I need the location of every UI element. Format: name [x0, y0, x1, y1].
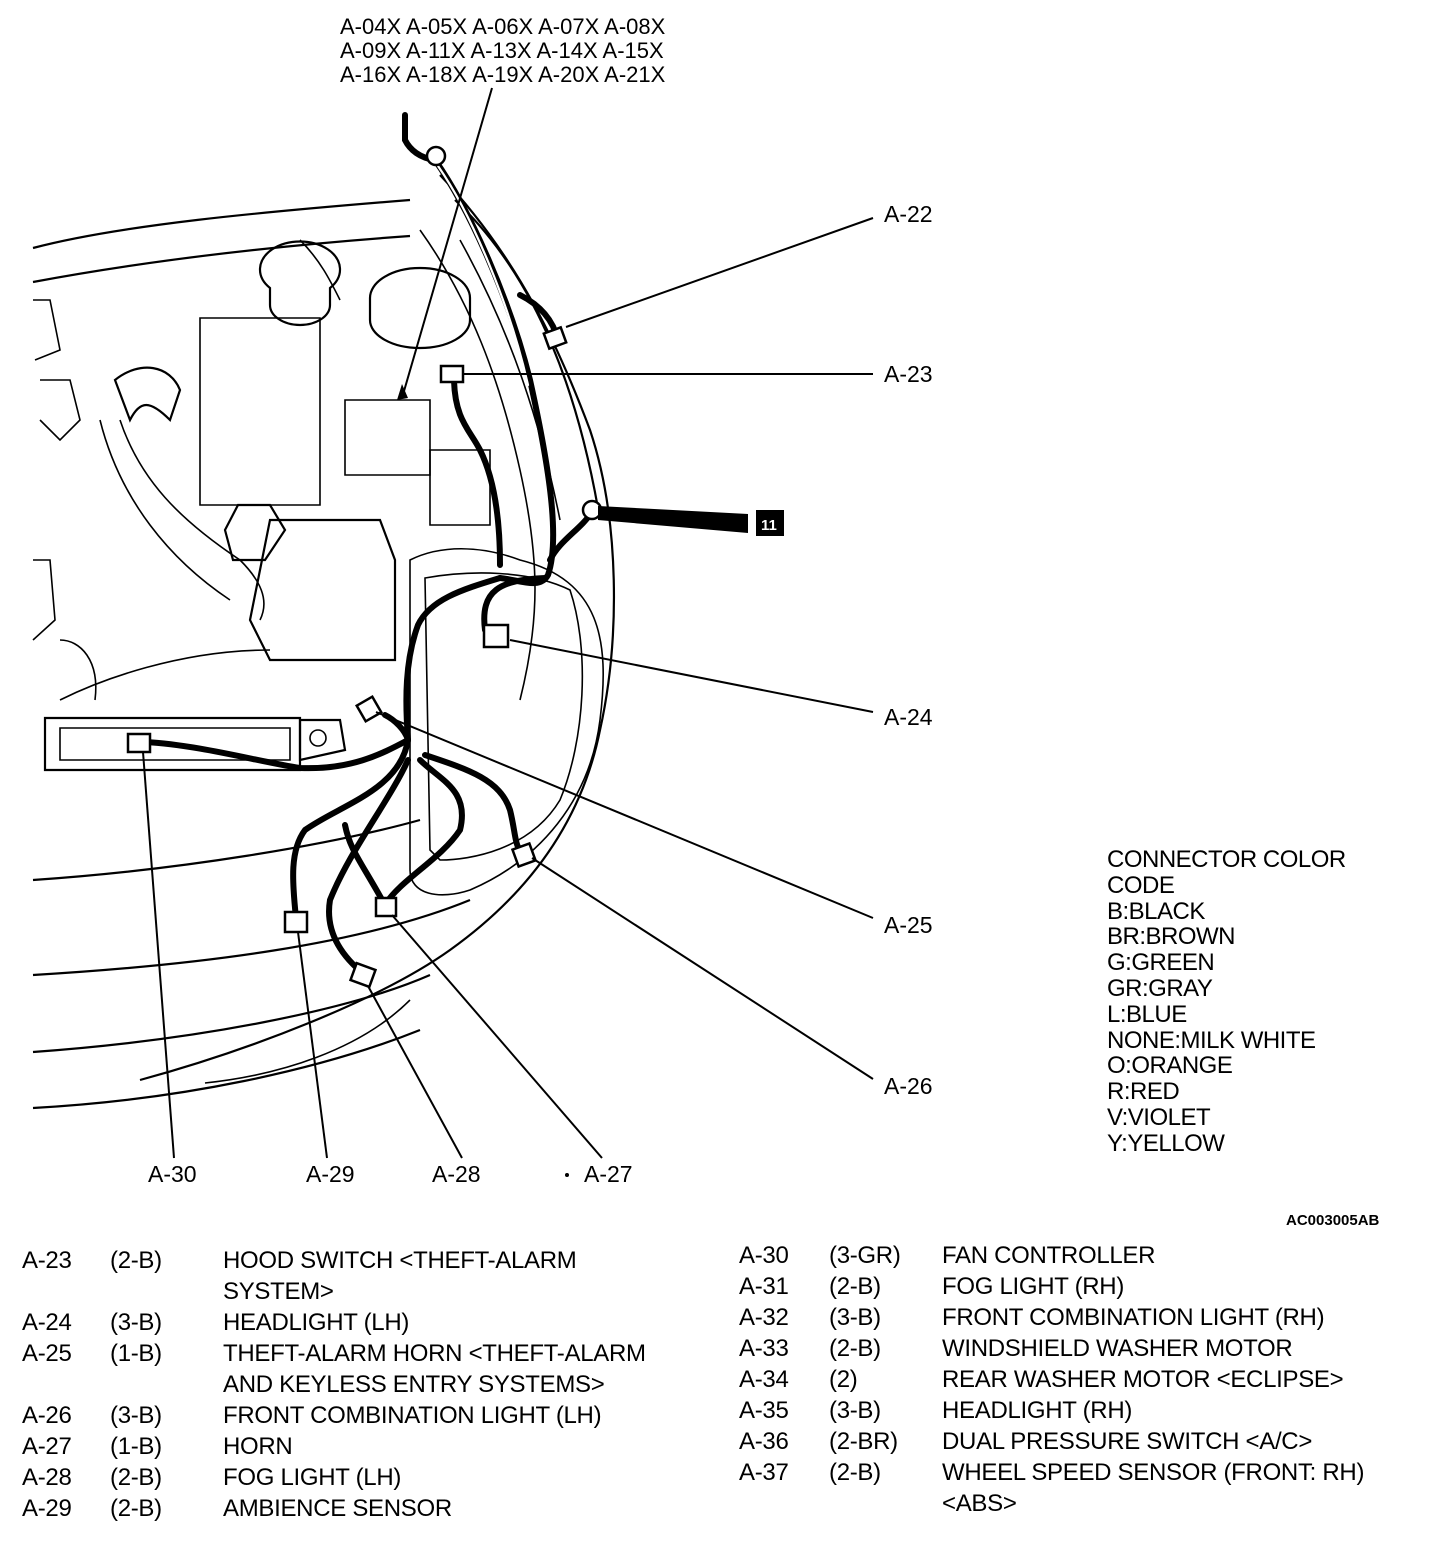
- connector-code: (1-B): [110, 1433, 162, 1460]
- connector-code: (2-B): [110, 1247, 162, 1274]
- table-row: A-27 (1-B) HORN: [22, 1431, 702, 1462]
- connector-description: HORN: [223, 1433, 293, 1460]
- connector-code: (2-B): [829, 1273, 881, 1300]
- callout-a23: A-23: [884, 361, 933, 387]
- ground-tag-label: 11: [761, 517, 777, 534]
- connector-description: REAR WASHER MOTOR <ECLIPSE>: [942, 1366, 1344, 1393]
- connector-description: WINDSHIELD WASHER MOTOR: [942, 1335, 1293, 1362]
- table-row: A-25 (1-B) THEFT-ALARM HORN <THEFT-ALARM…: [22, 1338, 702, 1400]
- table-row: A-34 (2) REAR WASHER MOTOR <ECLIPSE>: [739, 1364, 1429, 1395]
- connector-code: (3-B): [110, 1402, 162, 1429]
- callout-a26: A-26: [884, 1073, 933, 1099]
- connector-code: (2): [829, 1366, 858, 1393]
- connector-id: A-28: [22, 1464, 72, 1491]
- callout-a25: A-25: [884, 912, 933, 938]
- legend-entry: B:BLACK: [1107, 897, 1205, 925]
- connector-description: DUAL PRESSURE SWITCH <A/C>: [942, 1428, 1313, 1455]
- callout-a27: A-27: [584, 1161, 633, 1187]
- table-row: A-24 (3-B) HEADLIGHT (LH): [22, 1307, 702, 1338]
- connector-description: FAN CONTROLLER: [942, 1242, 1156, 1269]
- callout-a22: A-22: [884, 201, 933, 227]
- connector-code: (3-B): [829, 1397, 881, 1424]
- table-row: A-32 (3-B) FRONT COMBINATION LIGHT (RH): [739, 1302, 1429, 1333]
- table-row: A-30 (3-GR) FAN CONTROLLER: [739, 1240, 1429, 1271]
- connector-id: A-31: [739, 1273, 789, 1300]
- leader-lines: [142, 87, 874, 1159]
- table-row: A-33 (2-B) WINDSHIELD WASHER MOTOR: [739, 1333, 1429, 1364]
- connector-id: A-29: [22, 1495, 72, 1522]
- connector-description: HEADLIGHT (RH): [942, 1397, 1133, 1424]
- legend-entry: GR:GRAY: [1107, 974, 1213, 1002]
- connector-code: (3-B): [829, 1304, 881, 1331]
- connector-code: (2-B): [829, 1335, 881, 1362]
- connector-code: (3-B): [110, 1309, 162, 1336]
- table-row: A-37 (2-B) WHEEL SPEED SENSOR (FRONT: RH…: [739, 1457, 1429, 1519]
- connector-id: A-26: [22, 1402, 72, 1429]
- legend-entry: O:ORANGE: [1107, 1052, 1233, 1080]
- connector-id: A-37: [739, 1459, 789, 1486]
- connector-id: A-23: [22, 1247, 72, 1274]
- callout-a24: A-24: [884, 704, 933, 730]
- connector-description: WHEEL SPEED SENSOR (FRONT: RH) <ABS>: [942, 1459, 1365, 1517]
- top-connector-label-2: A-09X A-11X A-13X A-14X A-15X: [340, 38, 664, 63]
- table-row: A-26 (3-B) FRONT COMBINATION LIGHT (LH): [22, 1400, 702, 1431]
- connector-id: A-32: [739, 1304, 789, 1331]
- connector-description: FOG LIGHT (RH): [942, 1273, 1125, 1300]
- connector-id: A-35: [739, 1397, 789, 1424]
- callout-a29: A-29: [306, 1161, 355, 1187]
- connector-description: FRONT COMBINATION LIGHT (LH): [223, 1402, 602, 1429]
- top-connector-label-1: A-04X A-05X A-06X A-07X A-08X: [340, 14, 666, 39]
- connector-id: A-24: [22, 1309, 72, 1336]
- connector-description: HOOD SWITCH <THEFT-ALARM SYSTEM>: [223, 1247, 577, 1305]
- connector-description: THEFT-ALARM HORN <THEFT-ALARM AND KEYLES…: [223, 1340, 646, 1398]
- callout-a30: A-30: [148, 1161, 197, 1187]
- connector-table-right: A-30 (3-GR) FAN CONTROLLER A-31 (2-B) FO…: [739, 1240, 1429, 1519]
- legend-entry: R:RED: [1107, 1078, 1180, 1106]
- callout-dot: [565, 1173, 569, 1177]
- connector-id: A-30: [739, 1242, 789, 1269]
- connector-color-legend: CONNECTOR COLOR CODE B:BLACK BR:BROWN G:…: [1107, 847, 1346, 1157]
- legend-entry: V:VIOLET: [1107, 1103, 1211, 1131]
- connector-code: (2-B): [829, 1459, 881, 1486]
- legend-entry: Y:YELLOW: [1107, 1129, 1225, 1157]
- callout-a28: A-28: [432, 1161, 481, 1187]
- table-row: A-36 (2-BR) DUAL PRESSURE SWITCH <A/C>: [739, 1426, 1429, 1457]
- connector-description: FRONT COMBINATION LIGHT (RH): [942, 1304, 1325, 1331]
- legend-entry: NONE:MILK WHITE: [1107, 1026, 1316, 1054]
- connector-table-left: A-23 (2-B) HOOD SWITCH <THEFT-ALARM SYST…: [22, 1245, 702, 1524]
- illustration-code: AC003005AB: [1286, 1212, 1380, 1229]
- connector-description: HEADLIGHT (LH): [223, 1309, 410, 1336]
- connector-id: A-25: [22, 1340, 72, 1367]
- connector-code: (2-B): [110, 1495, 162, 1522]
- connector-id: A-33: [739, 1335, 789, 1362]
- table-row: A-23 (2-B) HOOD SWITCH <THEFT-ALARM SYST…: [22, 1245, 702, 1307]
- legend-entry: BR:BROWN: [1107, 923, 1235, 951]
- connector-id: A-27: [22, 1433, 72, 1460]
- connector-description: FOG LIGHT (LH): [223, 1464, 402, 1491]
- top-connector-label-3: A-16X A-18X A-19X A-20X A-21X: [340, 62, 666, 87]
- connectors: 11: [126, 145, 784, 989]
- legend-title-line-2: CODE: [1107, 871, 1175, 899]
- table-row: A-29 (2-B) AMBIENCE SENSOR: [22, 1493, 702, 1524]
- legend-entry: G:GREEN: [1107, 949, 1215, 977]
- table-row: A-35 (3-B) HEADLIGHT (RH): [739, 1395, 1429, 1426]
- connector-code: (2-BR): [829, 1428, 898, 1455]
- table-row: A-28 (2-B) FOG LIGHT (LH): [22, 1462, 702, 1493]
- legend-entry: L:BLUE: [1107, 1000, 1187, 1028]
- table-row: A-31 (2-B) FOG LIGHT (RH): [739, 1271, 1429, 1302]
- connector-code: (3-GR): [829, 1242, 901, 1269]
- connector-id: A-36: [739, 1428, 789, 1455]
- connector-description: AMBIENCE SENSOR: [223, 1495, 452, 1522]
- connector-code: (1-B): [110, 1340, 162, 1367]
- legend-title-line-1: CONNECTOR COLOR: [1107, 846, 1346, 873]
- connector-id: A-34: [739, 1366, 789, 1393]
- engine-bay-outline: [32, 174, 616, 1110]
- connector-code: (2-B): [110, 1464, 162, 1491]
